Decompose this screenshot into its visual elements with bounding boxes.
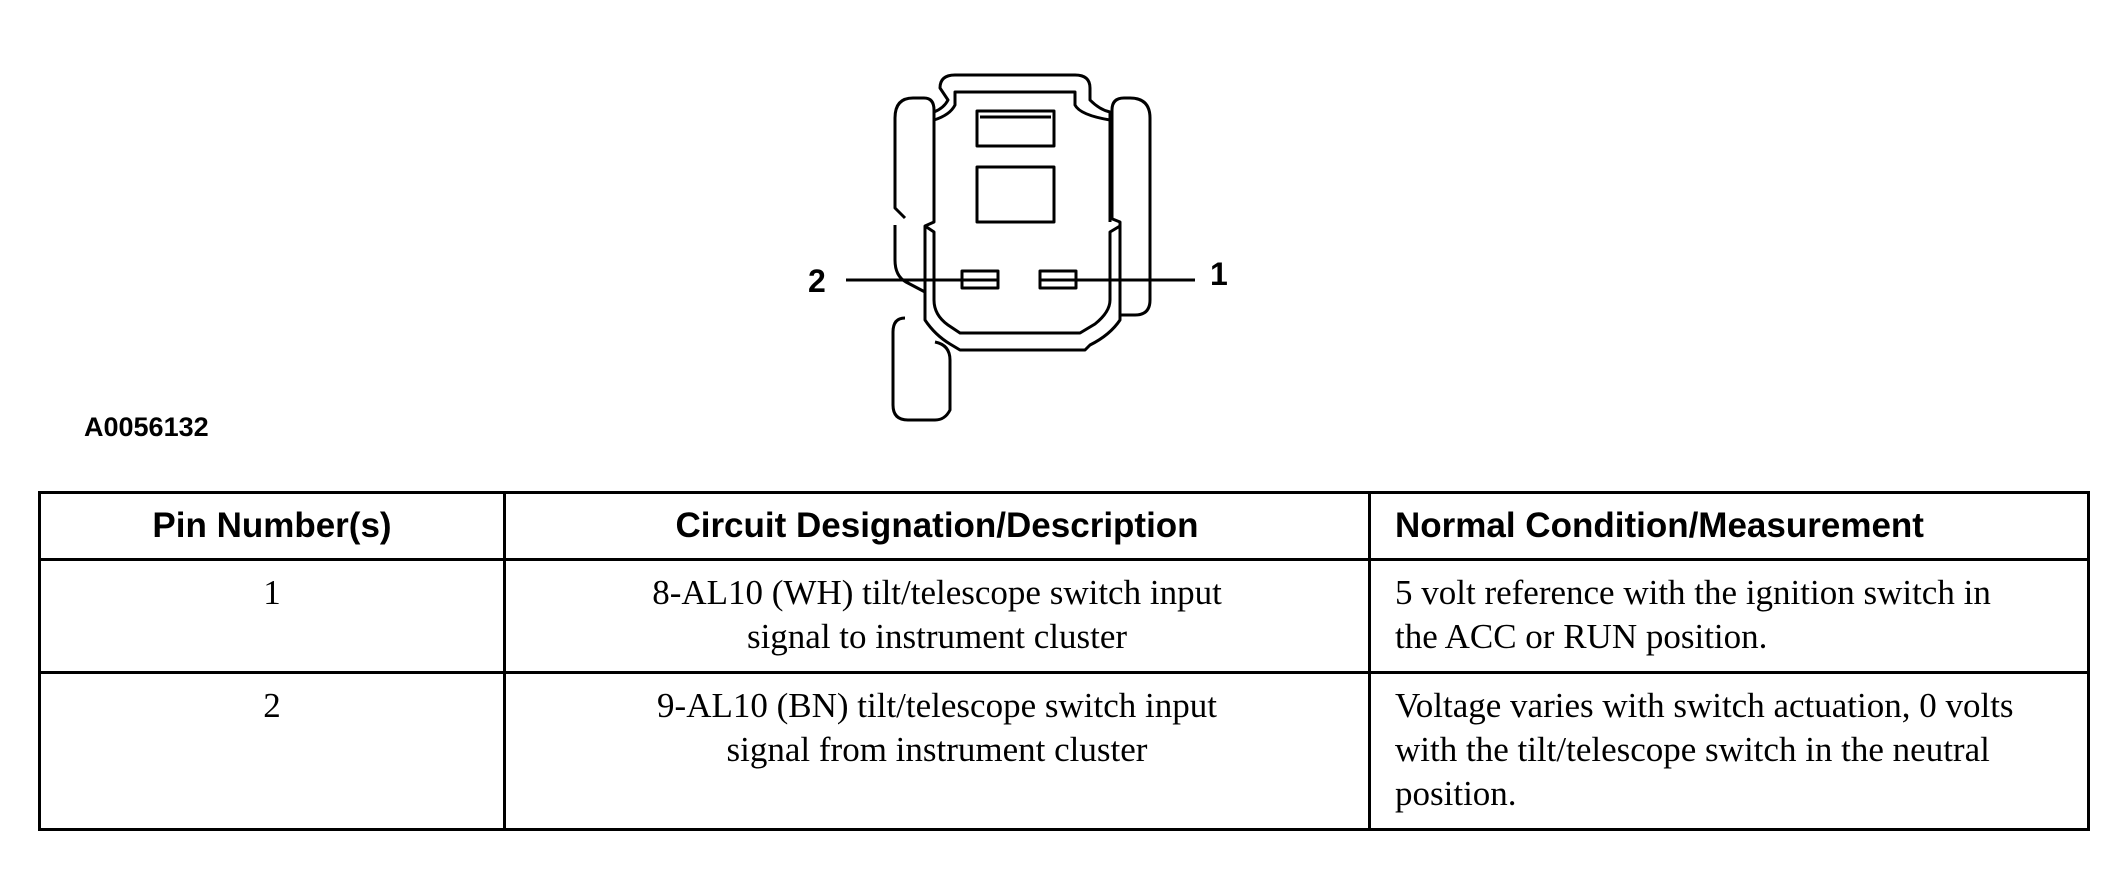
circuit-line: signal to instrument cluster <box>746 617 1128 656</box>
condition-line: the ACC or RUN position. <box>1395 617 1768 656</box>
header-normal-condition: Normal Condition/Measurement <box>1368 491 2090 561</box>
pin-number-cell: 2 <box>38 671 506 831</box>
condition-line: Voltage varies with switch actuation, 0 … <box>1395 686 2014 725</box>
table-row: 1 8-AL10 (WH) tilt/telescope switch inpu… <box>38 558 2090 674</box>
table-row: 2 9-AL10 (BN) tilt/telescope switch inpu… <box>38 671 2090 831</box>
pin-number: 1 <box>263 573 281 612</box>
connector-diagram <box>846 73 1195 422</box>
pin-1-label: 1 <box>1210 256 1228 292</box>
pinout-table: Pin Number(s) Circuit Designation/Descri… <box>38 491 2090 831</box>
upper-window <box>975 109 1056 148</box>
circuit-line: 9-AL10 (BN) tilt/telescope switch input <box>657 686 1217 725</box>
header-pin-number: Pin Number(s) <box>38 491 506 561</box>
bottom-tab <box>891 316 952 422</box>
pin-number: 2 <box>263 686 281 725</box>
pin-2-label: 2 <box>808 263 826 299</box>
connector-face <box>932 90 1112 222</box>
table-header-row: Pin Number(s) Circuit Designation/Descri… <box>38 491 2090 561</box>
pin-number-cell: 1 <box>38 558 506 674</box>
circuit-line: signal from instrument cluster <box>726 730 1148 769</box>
header-circuit-description: Circuit Designation/Description <box>503 491 1371 561</box>
condition-line: with the tilt/telescope switch in the ne… <box>1395 730 1990 769</box>
right-latch-arm <box>1110 96 1152 317</box>
circuit-cell: 8-AL10 (WH) tilt/telescope switch input … <box>503 558 1371 674</box>
condition-line: position. <box>1395 774 1517 813</box>
lower-window <box>975 165 1056 224</box>
condition-line: 5 volt reference with the ignition switc… <box>1395 573 1991 612</box>
figure-id: A0056132 <box>84 412 209 442</box>
circuit-line: 8-AL10 (WH) tilt/telescope switch input <box>652 573 1222 612</box>
left-latch-arm <box>893 96 936 220</box>
condition-cell: Voltage varies with switch actuation, 0 … <box>1368 671 2090 831</box>
circuit-cell: 9-AL10 (BN) tilt/telescope switch input … <box>503 671 1371 831</box>
left-latch-lower <box>893 225 926 294</box>
condition-cell: 5 volt reference with the ignition switc… <box>1368 558 2090 674</box>
